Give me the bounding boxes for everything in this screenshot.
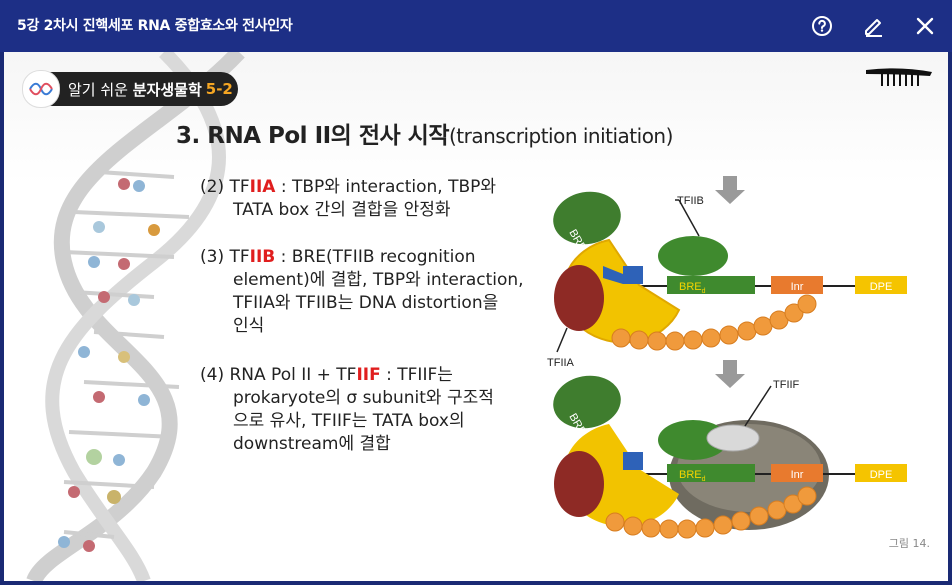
- svg-text:BREd: BREd: [679, 281, 706, 295]
- point-tfiib-prefix: (3) TF: [200, 247, 250, 267]
- point-tfiif-text: : TFIIF는: [380, 365, 453, 385]
- point-tfiia-prefix: (2) TF: [200, 177, 250, 197]
- badge-text-b: 분자생물학: [132, 80, 202, 99]
- edit-button[interactable]: [860, 12, 888, 40]
- down-arrow-icon: [715, 176, 745, 204]
- dna-helix-illustration: [26, 52, 245, 581]
- window-title: 5강 2차시 진핵세포 RNA 중합효소와 전사인자: [17, 18, 293, 34]
- heading-main: 3. RNA Pol II의 전사 시작: [176, 123, 450, 149]
- close-icon: [916, 17, 934, 35]
- point-tfiib-text: : BRE(TFIIB recognition: [275, 247, 476, 267]
- pencil-icon: [865, 19, 882, 37]
- point-tfiib-line2: element)에 결합, TBP와 interaction,: [233, 270, 524, 290]
- point-tfiif: (4) RNA Pol II + TFIIF : TFIIF는 prokaryo…: [200, 364, 494, 456]
- point-tfiib-line4: 인식: [233, 316, 265, 336]
- tfiib-binding-diagram: BREu BREd Inr DPE TFIIB TFIIA: [547, 176, 907, 369]
- point-tfiif-line3: 으로 유사, TFIIF는 TATA box의: [233, 411, 465, 431]
- publisher-logo: [866, 68, 932, 86]
- help-icon: [812, 16, 832, 36]
- badge-number: 5-2: [205, 80, 233, 98]
- svg-text:TFIIA: TFIIA: [547, 357, 575, 369]
- point-tfiia-text: : TBP와 interaction, TBP와: [275, 177, 497, 197]
- close-button[interactable]: [911, 12, 939, 40]
- svg-text:BREd: BREd: [679, 469, 706, 483]
- point-tfiif-line2: prokaryote의 σ subunit와 구조적: [233, 388, 494, 408]
- point-tfiib-highlight: IIB: [249, 247, 276, 267]
- point-tfiia: (2) TFIIA : TBP와 interaction, TBP와 TATA …: [200, 176, 496, 222]
- down-arrow-icon-2: [715, 360, 745, 388]
- svg-text:TFIIF: TFIIF: [773, 379, 800, 391]
- badge-text-a: 알기 쉬운: [68, 80, 128, 99]
- dna-logo-icon: [22, 70, 60, 108]
- svg-text:Inr: Inr: [791, 281, 804, 293]
- point-tfiib: (3) TFIIB : BRE(TFIIB recognition elemen…: [200, 246, 524, 338]
- point-tfiif-prefix: (4) RNA Pol II + TF: [200, 365, 357, 385]
- point-tfiib-line3: TFIIA와 TFIIB는 DNA distortion을: [233, 293, 499, 313]
- title-bar: 5강 2차시 진핵세포 RNA 중합효소와 전사인자: [0, 0, 952, 52]
- course-badge: 알기 쉬운 분자생물학 5-2: [22, 70, 238, 108]
- svg-text:Inr: Inr: [791, 469, 804, 481]
- heading-sub: (transcription initiation): [449, 124, 673, 148]
- svg-text:TFIIB: TFIIB: [677, 195, 704, 207]
- point-tfiif-highlight: IIF: [356, 365, 381, 385]
- point-tfiif-line4: downstream에 결합: [233, 434, 391, 454]
- tfiif-binding-diagram: BREu BREd Inr DPE TFIIF: [553, 360, 907, 539]
- lecture-slide: 알기 쉬운 분자생물학 5-2 3. RNA Pol II의 전사 시작(tra…: [4, 52, 948, 581]
- help-button[interactable]: [808, 12, 836, 40]
- figure-label: 그림 14.: [888, 537, 930, 550]
- point-tfiia-highlight: IIA: [249, 177, 276, 197]
- point-tfiia-line2: TATA box 간의 결합을 안정화: [233, 200, 451, 220]
- slide-heading: 3. RNA Pol II의 전사 시작(transcription initi…: [176, 116, 673, 150]
- svg-text:DPE: DPE: [870, 469, 893, 481]
- svg-text:DPE: DPE: [870, 281, 893, 293]
